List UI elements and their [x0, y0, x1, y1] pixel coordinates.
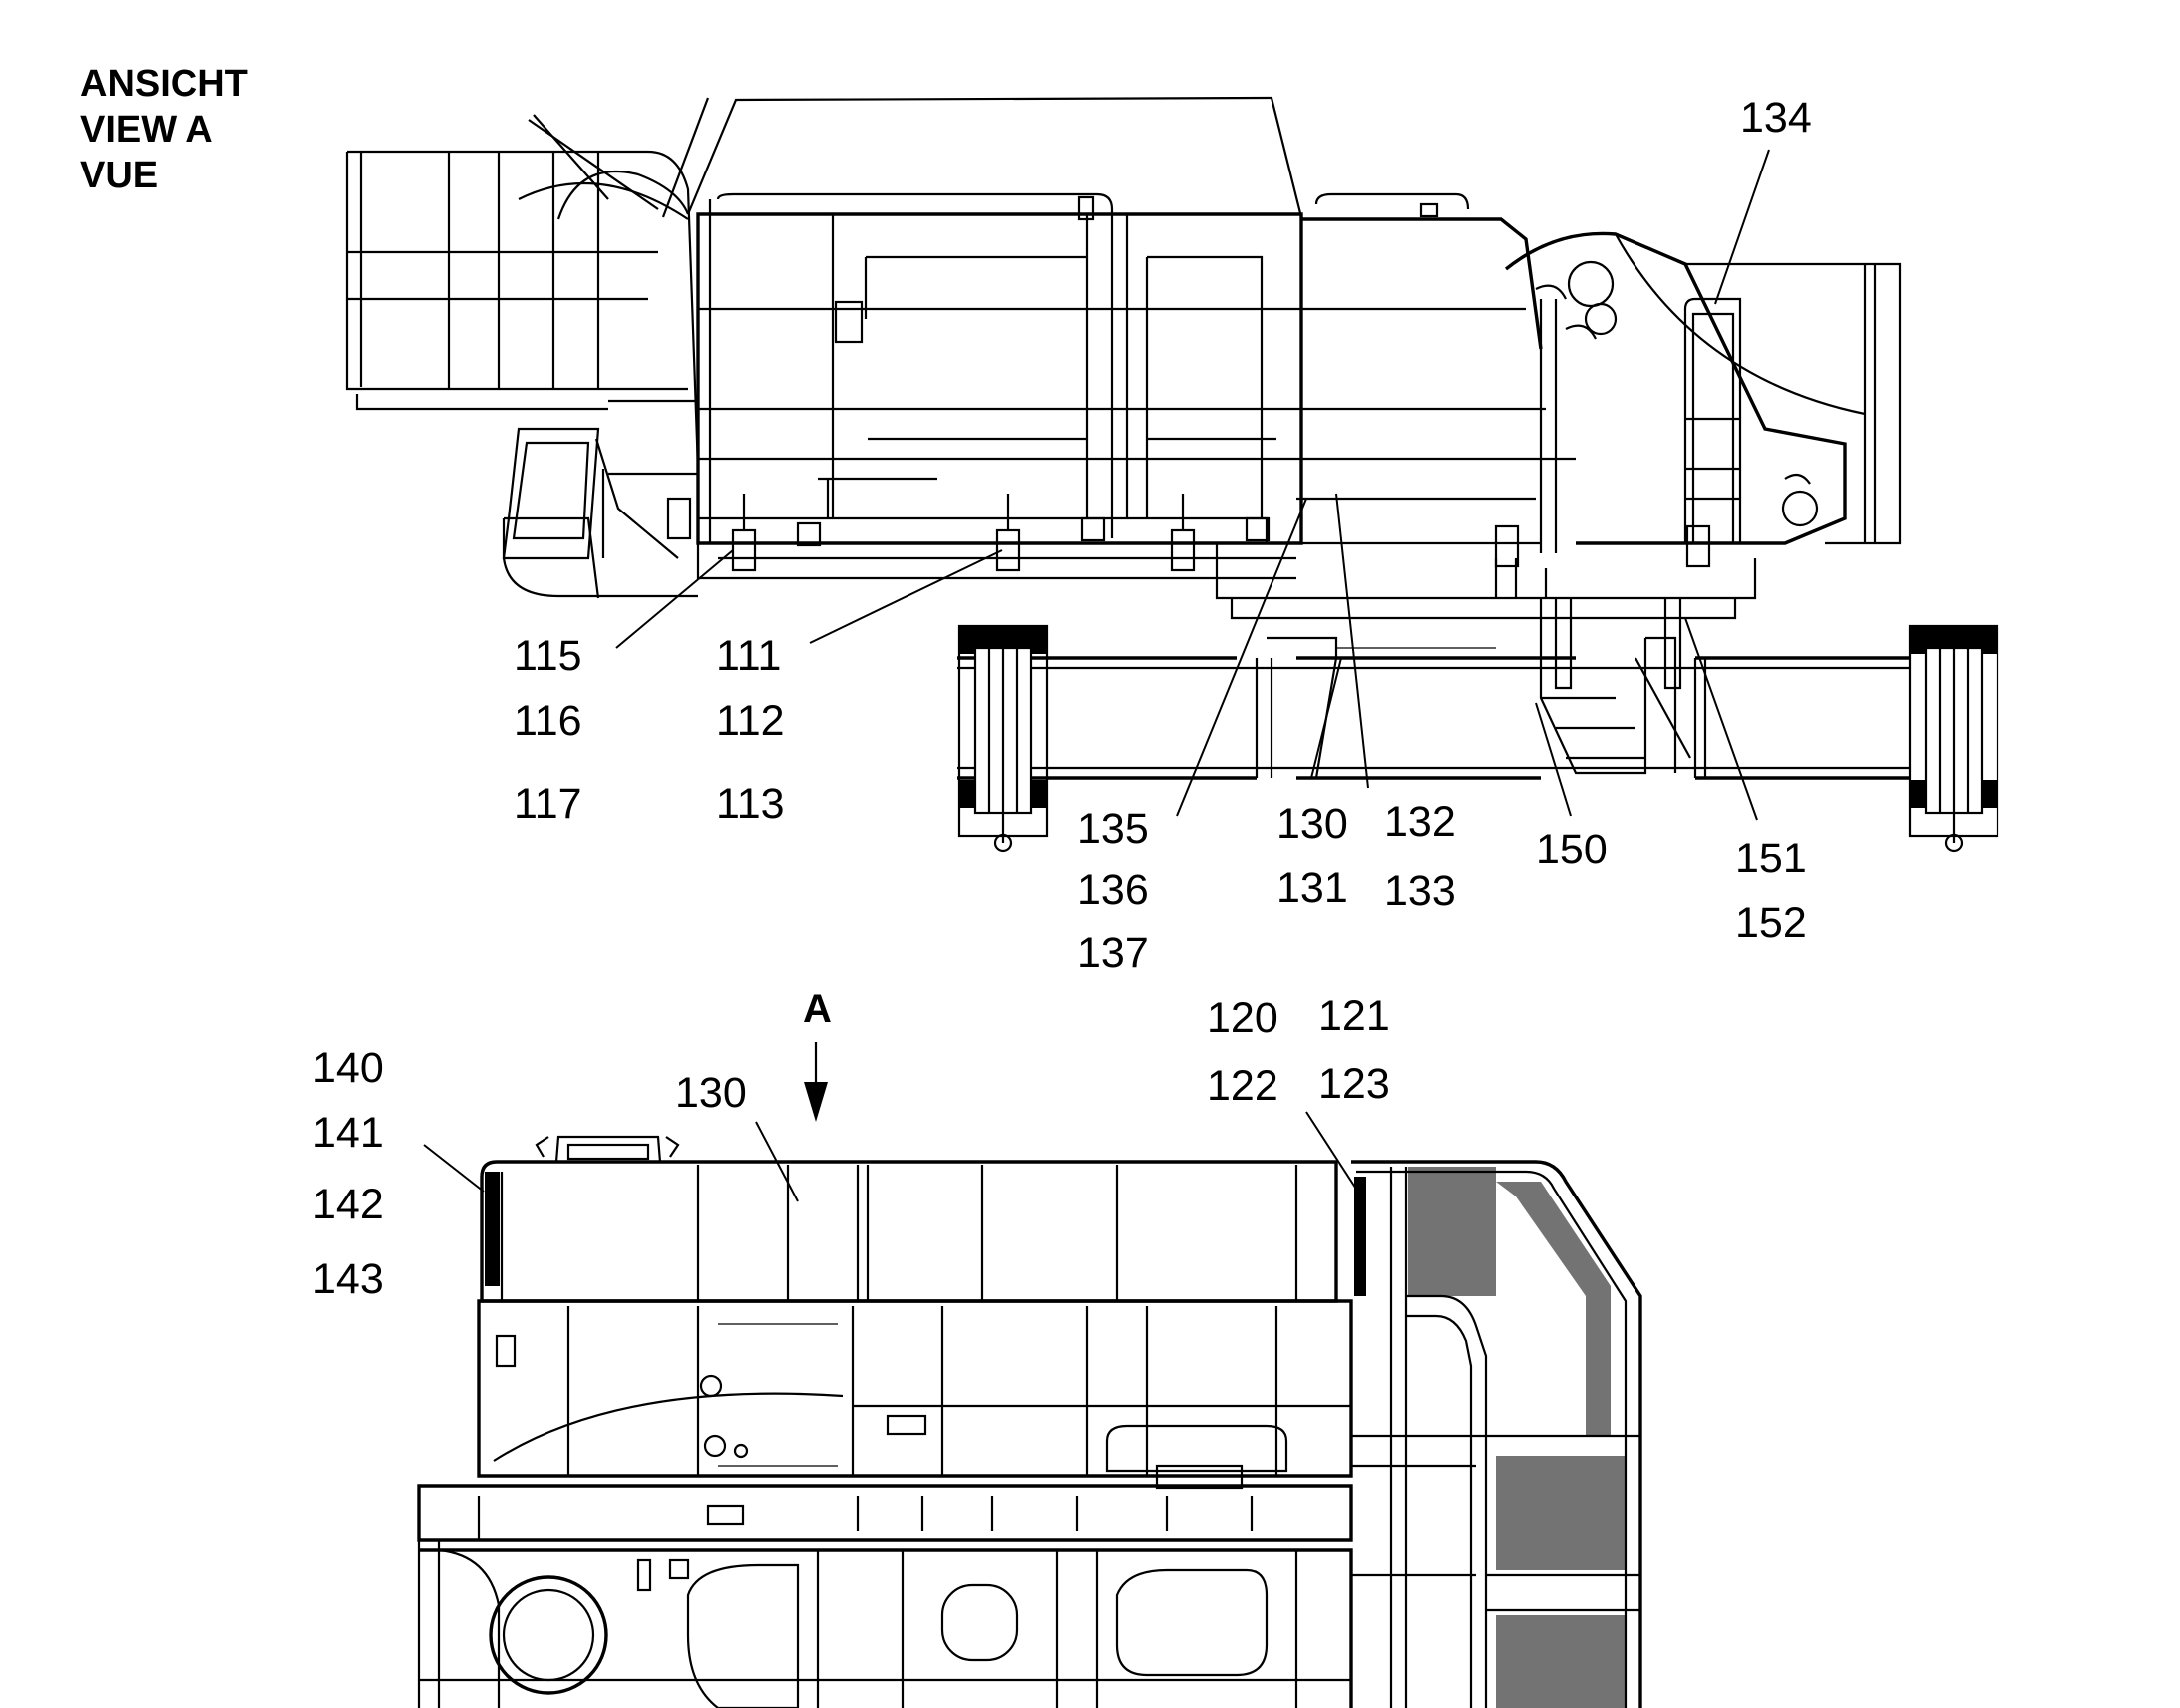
callout-134: 134 — [1740, 94, 1812, 142]
callout-132: 132 — [1384, 798, 1456, 846]
view-title: ANSICHT VIEW A VUE — [80, 63, 248, 196]
door-handle-icon — [834, 300, 864, 344]
callout-121: 121 — [1318, 992, 1390, 1040]
callout-120: 120 — [1207, 994, 1278, 1042]
perforated-panels — [1354, 1167, 1626, 1708]
callout-123: 123 — [1318, 1060, 1390, 1108]
callout-143: 143 — [312, 1255, 384, 1303]
callout-150: 150 — [1536, 826, 1608, 873]
view-title-line-1: ANSICHT — [80, 63, 248, 105]
view-direction-arrow-icon — [804, 1082, 828, 1122]
callout-122: 122 — [1207, 1062, 1278, 1110]
callout-137: 137 — [1077, 929, 1149, 977]
callout-151: 151 — [1735, 835, 1807, 882]
callout-140: 140 — [312, 1044, 384, 1092]
view-title-line-2: VIEW A — [80, 109, 213, 151]
leader-lines — [423, 149, 1770, 1202]
right-track-roller — [1908, 624, 1999, 853]
callout-152: 152 — [1735, 899, 1807, 947]
callout-130-upper: 130 — [1276, 800, 1348, 848]
callout-numbers: 134 115 116 117 111 112 113 135 136 137 … — [312, 94, 1812, 1303]
callout-133: 133 — [1384, 867, 1456, 915]
callout-115: 115 — [514, 632, 582, 680]
callout-130-lower: 130 — [675, 1069, 747, 1117]
side-view-a — [345, 96, 1999, 853]
left-track-roller — [957, 624, 1049, 853]
callout-135: 135 — [1077, 805, 1149, 853]
top-view: A — [417, 987, 1642, 1708]
callout-136: 136 — [1077, 866, 1149, 914]
callout-116: 116 — [514, 697, 582, 745]
callout-117: 117 — [514, 780, 582, 828]
callout-111: 111 — [716, 632, 781, 680]
track-frame — [957, 636, 1910, 780]
view-arrow-label: A — [803, 987, 832, 1031]
callout-112: 112 — [716, 697, 785, 745]
callout-113: 113 — [716, 780, 785, 828]
callout-141: 141 — [312, 1109, 384, 1157]
turntable-ring — [489, 1575, 608, 1695]
callout-131: 131 — [1276, 864, 1348, 912]
view-title-line-3: VUE — [80, 155, 158, 196]
callout-142: 142 — [312, 1181, 384, 1228]
